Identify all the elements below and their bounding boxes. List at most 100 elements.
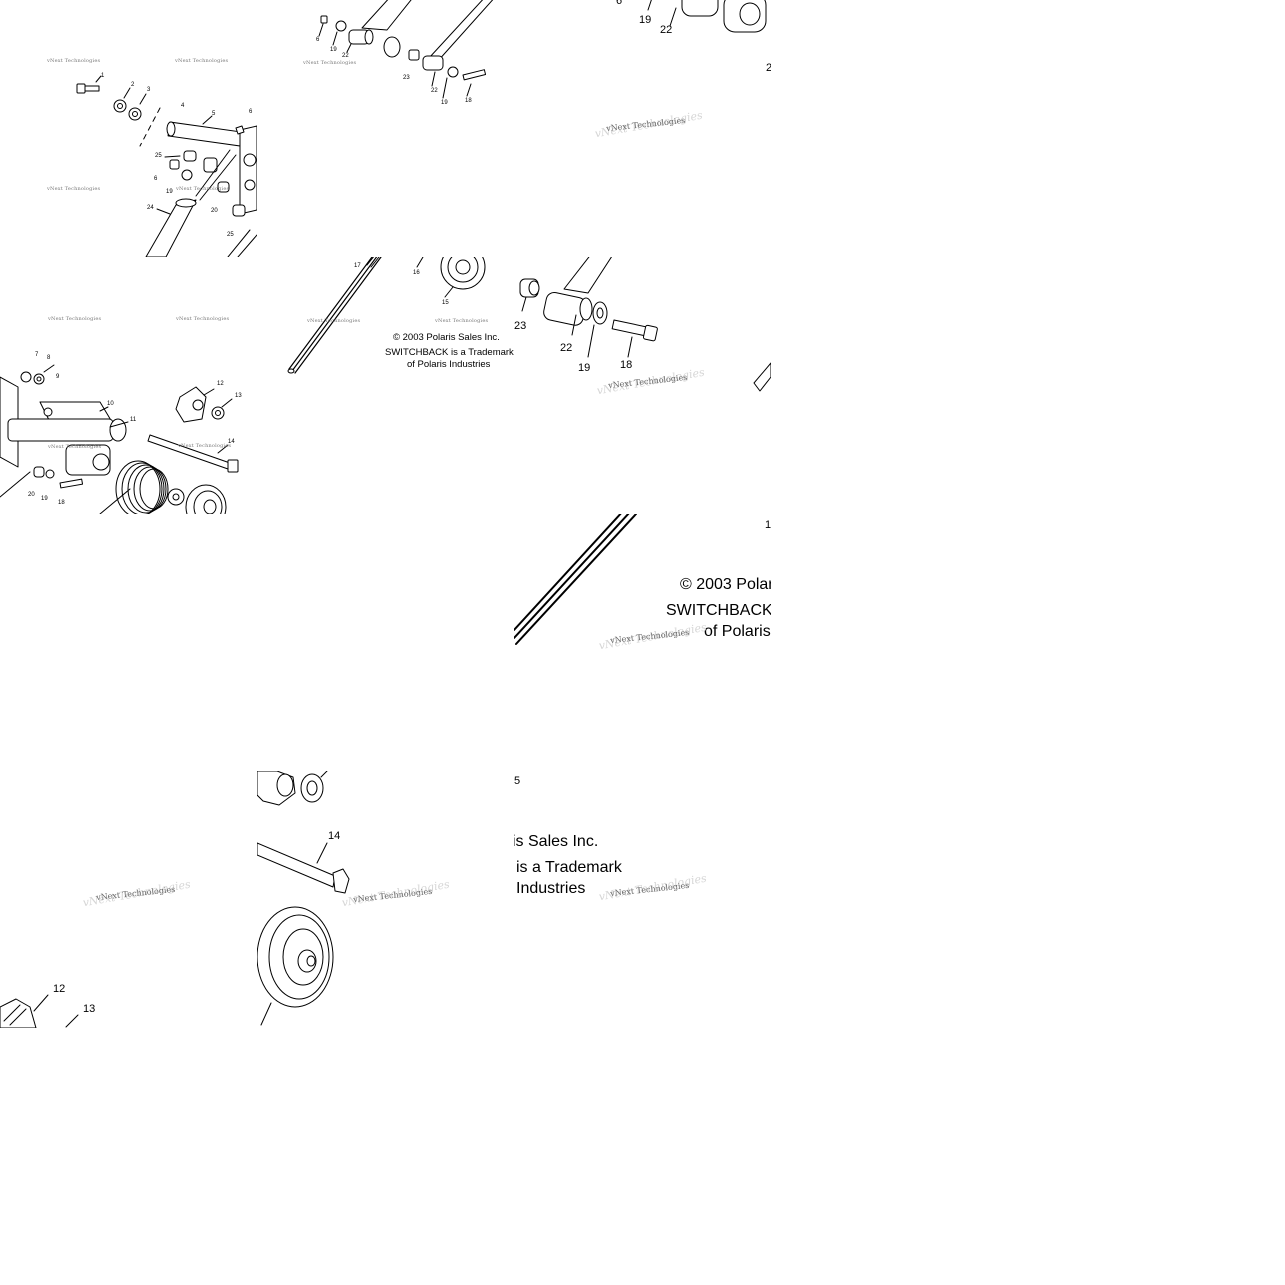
rail-rod-part-17: [514, 514, 637, 645]
trademark-line: SWITCHBACK is a Trademark: [385, 347, 514, 358]
callout-19: 19: [578, 362, 591, 374]
tile-copyright-zoom: 1 © 2003 Polar SWITCHBACK of Polaris vNe…: [514, 514, 771, 771]
callout-18: 18: [465, 98, 472, 104]
tile-cam-zoom: vNext Technologies vNext Technologies 12…: [0, 771, 257, 1028]
callout-18: 18: [58, 500, 65, 506]
watermark: vNext Technologies: [48, 444, 102, 450]
washer-part-19: [45, 469, 55, 479]
bushing-part-25b: [232, 204, 246, 217]
idler-wheel-part-15: [440, 257, 486, 290]
tile-copyright-crop: 5 is Sales Inc. is a Trademark Industrie…: [514, 771, 771, 1028]
nut-part-6b: [169, 159, 180, 170]
callout-19b: 19: [441, 100, 448, 106]
callout-25: 25: [155, 153, 162, 159]
bolt-part-14: [257, 842, 350, 894]
idler-wheel-part-15: [167, 484, 227, 514]
bushing-zoom-drawing: [647, 0, 767, 33]
copyright-line-crop: is Sales Inc.: [514, 833, 599, 850]
bushing-part-16: [383, 36, 401, 58]
shock-part-24: [145, 198, 197, 257]
tile-bolt-zoom: 23 22 19 18 vNext Technologies vNext Tec…: [514, 257, 771, 514]
callout-6: 6: [616, 0, 623, 7]
callout-24: 24: [147, 205, 154, 211]
tile-front-arm-overview: vNext Technologies vNext Technologies vN…: [0, 0, 257, 257]
cam-zoom-drawing: [0, 994, 79, 1028]
watermark: vNext Technologies: [48, 316, 102, 322]
tile-spring-overview: vNext Technologies vNext Technologies vN…: [0, 257, 257, 514]
nut-part-7: [20, 371, 32, 383]
watermark: vNext Technologies: [303, 60, 357, 66]
washer-part-19: [335, 20, 347, 32]
callout-19: 19: [41, 496, 48, 502]
washer-part-19b: [447, 66, 459, 78]
adjuster-cam-part-12: [175, 386, 207, 423]
nut-part-10: [43, 407, 53, 417]
watermark: vNext Technologies: [435, 318, 489, 324]
spring-overview-drawing: [0, 364, 239, 514]
tile-wheel-zoom: 14 vNext Technologies vNext Technologies: [257, 771, 514, 1028]
callout-3: 3: [147, 87, 151, 93]
idler-wheel-part-15: [257, 906, 334, 1008]
callout-12: 12: [217, 381, 224, 387]
callout-14: 14: [328, 830, 341, 842]
callout-19: 19: [330, 47, 337, 53]
tile-copyright-overview: 17 16 15 vNext Technologies vNext Techno…: [257, 257, 514, 514]
callout-7: 7: [35, 352, 39, 358]
wheel-zoom-drawing: [257, 771, 350, 1026]
nut-part-6: [320, 15, 328, 24]
bushing-part-25: [183, 150, 197, 162]
tile-bushing-zoom: 6 19 22 2 vNext Technologies vNext Techn…: [514, 0, 771, 257]
shaft-part-11: [7, 418, 114, 442]
callout-6: 6: [249, 109, 253, 115]
torsion-spring-coil: [99, 460, 169, 514]
callout-10: 10: [107, 401, 114, 407]
callout-23: 23: [403, 75, 410, 81]
callout-6: 6: [316, 37, 320, 43]
callout-19: 19: [166, 189, 173, 195]
callout-15-crop: 5: [514, 775, 521, 787]
callout-13: 13: [235, 393, 242, 399]
callout-25b: 25: [227, 232, 234, 238]
bolt-zoom-drawing: [519, 257, 771, 392]
frame-plate: [239, 125, 257, 215]
trademark-line-crop: is a Trademark: [516, 859, 622, 876]
copyright-line-crop: © 2003 Polar: [680, 576, 771, 593]
callout-2-crop: 2: [766, 62, 771, 74]
arm-link-rear: [428, 0, 494, 63]
callout-17: 17: [354, 263, 361, 269]
callout-19: 19: [639, 14, 652, 26]
callout-12: 12: [53, 983, 66, 995]
callout-22: 22: [342, 53, 349, 59]
tile-rear-arm-overview: vNext Technologies 6 19 22 23 22 19 18: [257, 0, 514, 257]
rail-rod-part-17: [287, 257, 382, 374]
callout-6b: 6: [154, 176, 158, 182]
callout-16: 16: [413, 270, 420, 276]
callout-22b: 22: [431, 88, 438, 94]
callout-1: 1: [101, 73, 105, 79]
nut-part-6: [235, 125, 245, 135]
adjuster-cam-part-12: [0, 998, 37, 1028]
callout-2: 2: [131, 82, 135, 88]
watermark: vNext Technologies: [176, 316, 230, 322]
watermark: vNext Technologies: [47, 186, 101, 192]
callout-9: 9: [56, 374, 60, 380]
front-arm-drawing: [76, 75, 257, 257]
trademark-owner-crop: of Polaris: [704, 623, 771, 640]
bushing-part-20: [217, 181, 230, 193]
callout-22: 22: [660, 24, 673, 36]
arm-link: [563, 257, 612, 294]
bolt-part-18: [611, 319, 658, 342]
watermark: vNext Technologies: [178, 443, 232, 449]
bolt-part-18: [462, 69, 487, 81]
track-rod-drawing: [287, 257, 486, 374]
rail-rod-zoom-drawing: [514, 514, 637, 645]
copyright-line: © 2003 Polaris Sales Inc.: [393, 332, 500, 343]
bolt-part-1: [76, 83, 100, 94]
callout-20: 20: [211, 208, 218, 214]
trademark-owner-crop: Industries: [516, 880, 586, 897]
watermark: vNext Technologies: [176, 186, 230, 192]
rail-rod-crop: [753, 362, 771, 392]
trademark-line-crop: SWITCHBACK: [666, 602, 771, 619]
callout-5: 5: [212, 111, 216, 117]
bushing-part-23: [408, 49, 420, 61]
